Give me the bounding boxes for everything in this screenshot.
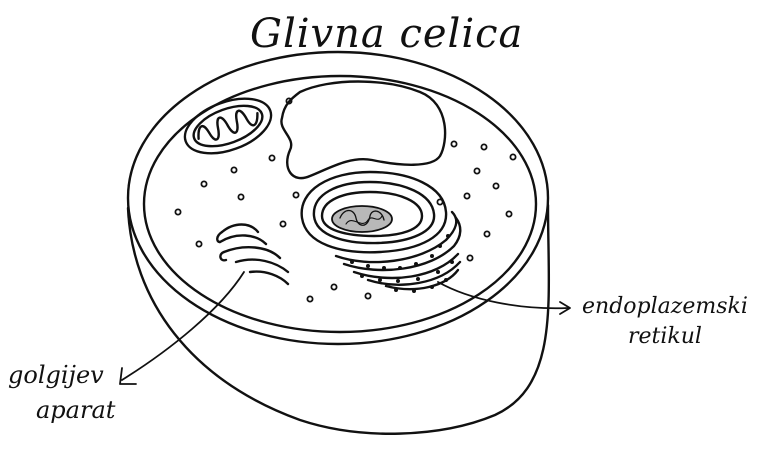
nucleolus (332, 206, 392, 232)
diagram-title: Glivna celica (250, 14, 523, 54)
label-endoplasmic-reticulum-line1: endoplazemski (582, 296, 748, 318)
cytoplasm-boundary (144, 76, 536, 332)
vesicles (175, 98, 515, 301)
label-golgi-line2: aparat (36, 398, 115, 422)
golgi-apparatus (217, 225, 288, 285)
vacuole (281, 82, 445, 179)
label-endoplasmic-reticulum-line2: retikul (628, 326, 702, 348)
golgi-leader-arrow (120, 272, 244, 384)
label-golgi-line1: golgijev (8, 363, 104, 387)
